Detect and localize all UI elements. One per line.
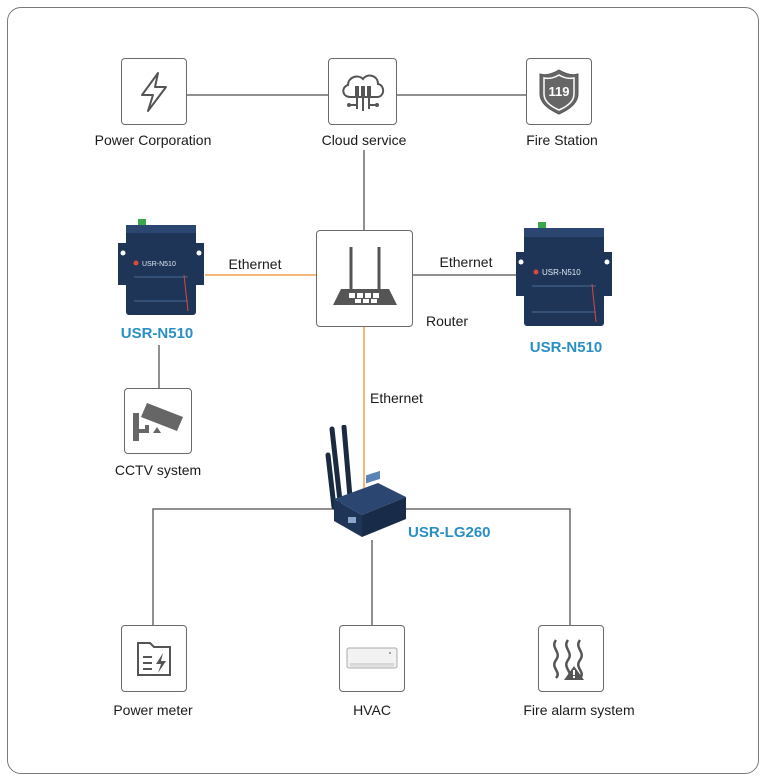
cloud-server-icon	[341, 74, 384, 111]
power-meter-icon	[137, 641, 171, 676]
left-usr-n510-label: USR-N510	[120, 325, 194, 342]
usr-lg260-device	[318, 424, 413, 545]
router-label: Router	[426, 313, 469, 329]
fire-alarm-node	[538, 625, 604, 692]
left-ethernet-label: Ethernet	[228, 256, 282, 272]
usr-lg260-label: USR-LG260	[408, 524, 491, 541]
cloud-service-label: Cloud service	[321, 132, 407, 148]
air-conditioner-icon	[346, 647, 398, 668]
power-meter-node	[121, 625, 187, 692]
fire-station-badge-text: 119	[549, 84, 570, 99]
right-usr-n510-device: USR-N510	[514, 220, 614, 330]
router-icon	[332, 246, 397, 305]
fire-station-node: 119	[526, 58, 592, 125]
left-usr-n510-device: USR-N510	[116, 215, 206, 320]
left-n510-front-text: USR-N510	[142, 261, 176, 268]
cctv-label: CCTV system	[114, 462, 202, 478]
fire-alarm-label: Fire alarm system	[523, 702, 635, 718]
lightning-icon	[141, 71, 167, 112]
power-corporation-node	[121, 58, 187, 125]
fire-station-label: Fire Station	[526, 132, 598, 148]
router-node	[316, 230, 413, 327]
right-ethernet-label: Ethernet	[439, 254, 493, 270]
down-ethernet-label: Ethernet	[370, 390, 423, 406]
hvac-label: HVAC	[353, 702, 391, 718]
link-lg260-to-power-meter	[152, 508, 335, 625]
fire-alarm-heat-icon	[553, 638, 584, 680]
right-n510-front-text: USR-N510	[542, 268, 581, 277]
cloud-service-node	[328, 58, 397, 125]
power-meter-label: Power meter	[113, 702, 193, 718]
hvac-node	[339, 625, 405, 692]
power-corporation-label: Power Corporation	[94, 132, 212, 148]
link-lg260-to-fire-alarm	[403, 508, 571, 625]
cctv-camera-icon	[133, 403, 183, 441]
cctv-node	[124, 388, 192, 454]
right-usr-n510-label: USR-N510	[529, 339, 603, 356]
fire-station-shield-icon: 119	[539, 68, 579, 115]
